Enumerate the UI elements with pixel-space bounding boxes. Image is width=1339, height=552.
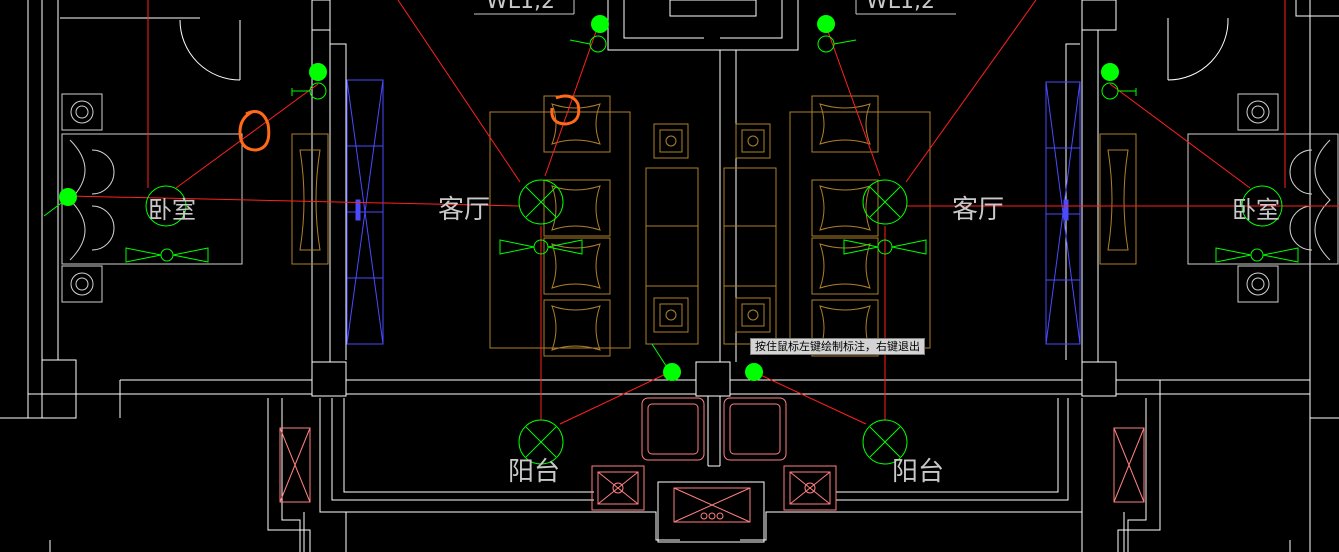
living-room-label-right: 客厅: [952, 195, 1004, 225]
balcony-label-left: 阳台: [508, 457, 560, 487]
cad-command-tooltip: 按住鼠标左键绘制标注，右键退出: [750, 338, 925, 355]
bedroom-fixtures: [61, 93, 1339, 303]
living-room-label-left: 客厅: [438, 195, 490, 225]
windows: [346, 79, 1081, 345]
bedroom-label-left: 卧室: [148, 196, 196, 224]
circuit-label-right: WL1,2: [866, 0, 935, 14]
switch-dots: [59, 15, 1119, 381]
markup-annotations: [238, 94, 581, 152]
circuit-label-left: WL1,2: [486, 0, 555, 14]
light-fixtures: [43, 35, 1299, 465]
bedroom-label-right: 卧室: [1232, 196, 1280, 224]
wiring: [67, 0, 1339, 425]
furniture: [291, 95, 1137, 357]
room-labels: 客厅 客厅 卧室 卧室 阳台 阳台 WL1,2 WL1,2: [148, 0, 1280, 487]
balcony-cabinets: [279, 397, 1145, 523]
balcony-label-right: 阳台: [892, 457, 944, 487]
